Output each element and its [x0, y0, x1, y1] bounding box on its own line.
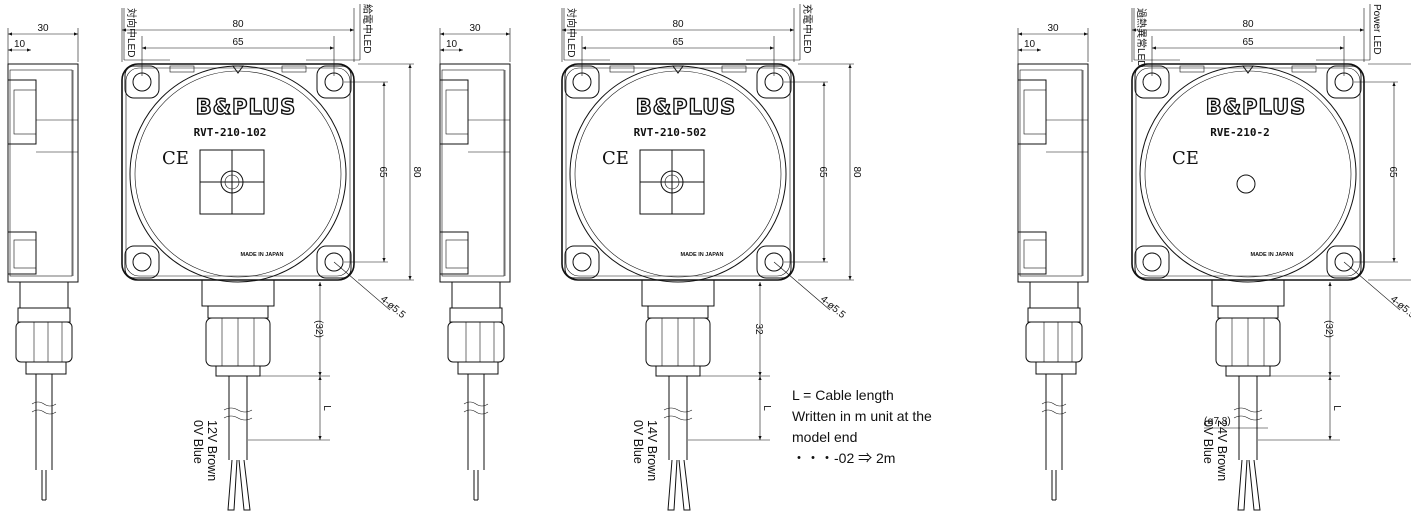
blue-wire-label: 0V Blue — [191, 420, 205, 464]
vertical-height-dimension: 80 — [411, 166, 422, 178]
led-left — [609, 65, 635, 73]
vertical-pitch-dimension: 65 — [377, 166, 388, 178]
brown-wire-label: 14V Brown — [645, 420, 659, 481]
side-view: 30 10 — [1017, 23, 1089, 501]
made-in-label: MADE IN JAPAN — [681, 252, 724, 258]
made-in-label: MADE IN JAPAN — [1251, 252, 1294, 258]
cable-lead-dimension: (32) — [313, 320, 324, 338]
note-line-4: ・・・-02 ⇒ 2m — [792, 450, 896, 466]
led-right — [721, 65, 747, 73]
mount-hole — [1142, 252, 1162, 272]
hole-callout: 4-ø5.5 — [818, 294, 848, 321]
cable-length-dimension: L — [1331, 405, 1342, 411]
brand-logo: B&PLUS — [636, 95, 737, 119]
led-right — [281, 65, 307, 73]
side-view: 30 10 — [439, 23, 511, 501]
brown-wire-label: 12V Brown — [205, 420, 219, 481]
right-led-callout: Power LED — [1371, 4, 1382, 55]
body-width-dimension: 80 — [1242, 19, 1254, 30]
left-led-callout: 対向中LED — [125, 8, 138, 57]
right-led-callout: 給電中LED — [361, 4, 374, 53]
ce-mark: CE — [1172, 148, 1199, 169]
mount-hole — [324, 252, 344, 272]
hole-pitch-dimension: 65 — [232, 37, 244, 48]
side-view: 30 10 — [7, 23, 79, 501]
model-number: RVT-210-102 — [194, 126, 267, 139]
body-width-dimension: 80 — [672, 19, 684, 30]
cable-diameter-dimension: (ø7.8) — [1204, 416, 1231, 427]
mount-hole — [572, 252, 592, 272]
brown-wire-label: 24V Brown — [1215, 420, 1229, 481]
ce-mark: CE — [602, 148, 629, 169]
hole-pitch-dimension: 65 — [1242, 37, 1254, 48]
front-view-3: B&PLUS RVE-210-2CE MADE IN JAPAN 24V Brown0… — [1131, 4, 1411, 511]
brand-logo: B&PLUS — [196, 95, 297, 119]
mount-hole — [764, 252, 784, 272]
left-led-callout: 対向中LED — [565, 8, 578, 57]
depth-dimension: 30 — [469, 23, 481, 34]
blue-wire-label: 0V Blue — [1201, 420, 1215, 464]
brand-logo: B&PLUS — [1206, 95, 1307, 119]
mount-hole — [1334, 252, 1354, 272]
note-line-2: Written in m unit at the — [792, 408, 932, 424]
left-led-callout: 過熱異常LED — [1135, 8, 1148, 67]
led-offset-dimension: 10 — [446, 39, 458, 50]
cable-lead-dimension: (32) — [1323, 320, 1334, 338]
note-line-1: L = Cable length — [792, 387, 894, 403]
cable-length-dimension: L — [321, 405, 332, 411]
made-in-label: MADE IN JAPAN — [241, 252, 284, 258]
led-offset-dimension: 10 — [1024, 39, 1036, 50]
body-width-dimension: 80 — [232, 19, 244, 30]
sensing-face — [1236, 174, 1256, 194]
led-left — [169, 65, 195, 73]
right-led-callout: 充電中LED — [801, 4, 814, 53]
vertical-pitch-dimension: 65 — [817, 166, 828, 178]
vertical-pitch-dimension: 65 — [1387, 166, 1398, 178]
cable-lead-dimension: 32 — [753, 323, 764, 335]
led-right — [1291, 65, 1317, 73]
cable-length-note: L = Cable length Written in m unit at th… — [792, 385, 932, 469]
ce-mark: CE — [162, 148, 189, 169]
note-line-3: model end — [792, 429, 858, 445]
hole-pitch-dimension: 65 — [672, 37, 684, 48]
vertical-height-dimension: 80 — [851, 166, 862, 178]
depth-dimension: 30 — [1047, 23, 1059, 34]
blue-wire-label: 0V Blue — [631, 420, 645, 464]
depth-dimension: 30 — [37, 23, 49, 34]
model-number: RVT-210-502 — [634, 126, 707, 139]
cable-length-dimension: L — [761, 405, 772, 411]
mount-hole — [132, 252, 152, 272]
model-number: RVE-210-2 — [1210, 126, 1270, 139]
led-offset-dimension: 10 — [14, 39, 26, 50]
hole-callout: 4-ø5.5 — [1388, 294, 1411, 321]
hole-callout: 4-ø5.5 — [378, 294, 408, 321]
led-left — [1179, 65, 1205, 73]
